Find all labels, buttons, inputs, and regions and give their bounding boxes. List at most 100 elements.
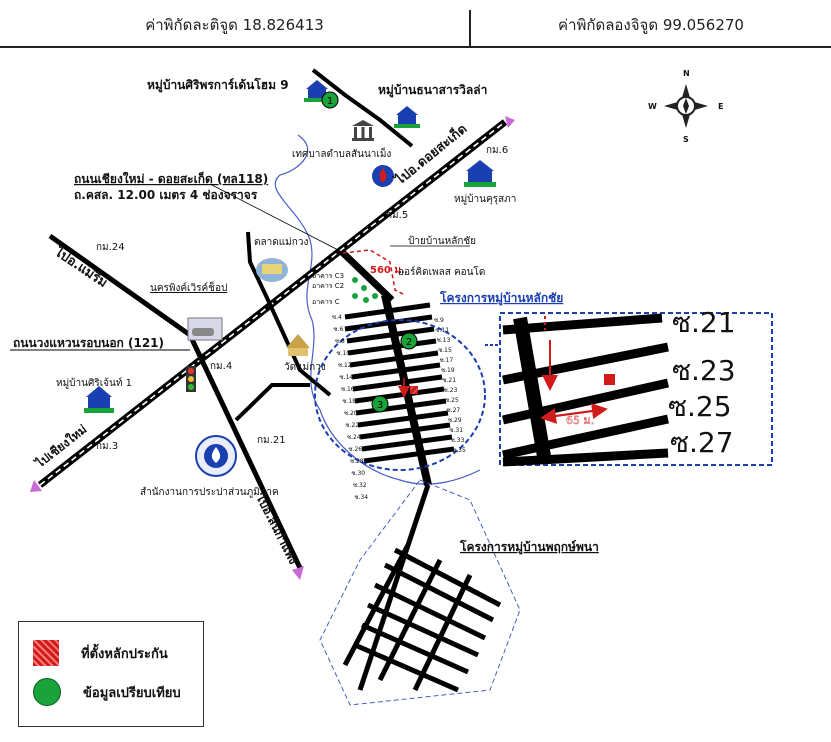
- soi-label-right: ซ.25: [445, 397, 459, 404]
- pruksa-grid: [342, 484, 502, 693]
- label-building-c2: อาคาร C2: [312, 282, 344, 290]
- svg-text:3: 3: [377, 400, 383, 411]
- soi-label-right: ซ.9: [434, 317, 444, 324]
- soi-label-right: ซ.29: [448, 417, 462, 424]
- government-building-icon: [352, 120, 374, 141]
- soi-label-left: ซ.12: [338, 362, 352, 369]
- label-building-c3: อาคาร C3: [312, 272, 344, 280]
- label-village-kunsapha: หมู่บ้านคุรุสภา: [454, 193, 516, 205]
- compass-w: W: [648, 102, 657, 111]
- soi-label-left: ซ.4: [332, 314, 342, 321]
- soi-label-left: ซ.28: [350, 458, 364, 465]
- label-road-118: ถนนเชียงใหม่ - ดอยสะเก็ด (ทล118): [74, 171, 268, 186]
- traffic-light-icon: [186, 366, 196, 392]
- local-roads: [234, 68, 414, 422]
- highway-118: [30, 116, 515, 492]
- soi-label-left: ซ.22: [346, 422, 360, 429]
- label-sign-lakchai: ป้ายบ้านหลักชัย: [408, 235, 476, 247]
- soi-label-right: ซ.13: [437, 337, 451, 344]
- soi-label-right: ซ.19: [441, 367, 455, 374]
- gas-station-icon: [372, 165, 394, 187]
- soi-label-left: ซ.8: [335, 338, 345, 345]
- car-workshop-icon: [187, 317, 223, 341]
- label-municipality: เทศบาลตำบลสันนาเม็ง: [292, 146, 391, 160]
- legend-collateral: ที่ตั้งหลักประกัน: [33, 640, 168, 666]
- collateral-site: [410, 386, 418, 394]
- comparison-marker-3: 3: [371, 395, 389, 413]
- arrow-doi-saket: [505, 116, 515, 128]
- compass-n: N: [683, 69, 690, 78]
- label-road-118-spec: ถ.คสล. 12.00 เมตร 4 ช่องจราจร: [74, 188, 258, 202]
- soi-label-left: ซ.16: [341, 386, 355, 393]
- lakchai-boundary: [314, 319, 486, 471]
- label-village-siriman: หมู่บ้านศิริเจ้นท์ 1: [56, 377, 132, 389]
- soi-labels-left: ซ.4 ซ.6 ซ.8 ซ.10 ซ.12 ซ.14 ซ.16 ซ.18 ซ.20 ซ.22 ซ.2…: [332, 314, 368, 501]
- soi-label-left: ซ.6: [334, 326, 344, 333]
- label-ring-road: ถนนวงแหวนรอบนอก (121): [13, 336, 164, 350]
- label-market: ตลาดแม่กวง: [254, 237, 308, 248]
- soi-label-right: ซ.31: [449, 427, 463, 434]
- soi-label-right: ซ.33: [451, 437, 465, 444]
- inset-soi-25: ซ.25: [668, 390, 732, 423]
- soi-label-right: ซ.23: [444, 387, 458, 394]
- compass-rose: [664, 84, 708, 128]
- label-village-siriporn: หมู่บ้านศิริพรการ์เด้นโฮม 9: [147, 77, 289, 93]
- soi-label-right: ซ.15: [438, 347, 452, 354]
- soi-label-left: ซ.30: [352, 470, 366, 477]
- water-authority-logo: [195, 435, 237, 477]
- latitude-label: ค่าพิกัดละติจูด 18.826413: [145, 16, 324, 34]
- lakchai-grid: [344, 302, 455, 464]
- legend-comparison-label: ข้อมูลเปรียบเทียบ: [83, 685, 181, 701]
- soi-label-right: ซ.21: [442, 377, 456, 384]
- temple-icon: [286, 334, 310, 356]
- inset-distance: 65 ม.: [566, 414, 594, 427]
- label-temple: วัดแม่กวง: [284, 362, 326, 373]
- comparison-marker-1: 1: [321, 91, 339, 109]
- svg-text:2: 2: [406, 337, 412, 348]
- label-building-c1: อาคาร C: [312, 298, 340, 306]
- km-marker-6: กม.6: [486, 145, 508, 156]
- label-to-sankamphaeng: ไปอ.สันกำแพง: [252, 490, 301, 567]
- map-legend: ที่ตั้งหลักประกัน ข้อมูลเปรียบเทียบ: [18, 621, 204, 727]
- km-marker-24: กม.24: [96, 242, 125, 253]
- building-trees: [352, 277, 378, 303]
- soi-label-left: ซ.34: [355, 494, 369, 501]
- soi-label-left: ซ.14: [340, 374, 354, 381]
- label-to-chiangmai: ไปเชียงใหม่: [31, 421, 89, 471]
- location-map: 1 2 3 กม.6 กม.5 กม.24 กม.4 กม.3 กม.21 หม…: [10, 68, 773, 706]
- soi-label-right: ซ.35: [452, 447, 466, 454]
- compass-e: E: [718, 102, 723, 111]
- soi-label-left: ซ.20: [344, 410, 358, 417]
- inset-collateral: [604, 374, 615, 385]
- label-nakornping: นครพิงค์เวิรค์ช็อป: [150, 280, 227, 294]
- label-land-office: สำนักงานการประปาส่วนภูมิภาค: [140, 487, 279, 498]
- label-orchid-condo: ออร์คิดเพลส คอนโด: [398, 265, 485, 278]
- longitude-label: ค่าพิกัดลองจิจูด 99.056270: [558, 16, 744, 34]
- soi-label-left: ซ.24: [347, 434, 361, 441]
- label-village-thanasarn: หมู่บ้านธนาสารวิลล่า: [378, 83, 487, 98]
- km-marker-21: กม.21: [257, 435, 286, 446]
- inset-zoom: [499, 312, 773, 467]
- inset-soi-21: ซ.21: [672, 306, 736, 339]
- arrow-chiangmai: [30, 480, 42, 492]
- soi-label-left: ซ.32: [353, 482, 367, 489]
- legend-collateral-swatch: [33, 640, 59, 666]
- soi-label-left: ซ.18: [343, 398, 357, 405]
- km-marker-3: กม.3: [96, 441, 118, 452]
- coordinate-header: ค่าพิกัดละติจูด 18.826413 ค่าพิกัดลองจิจ…: [0, 0, 831, 48]
- arrow-sankamphaeng: [292, 566, 304, 580]
- inset-soi-23: ซ.23: [672, 354, 736, 387]
- soi-label-left: ซ.10: [337, 350, 351, 357]
- river: [274, 134, 481, 485]
- soi-label-right: ซ.11: [435, 327, 449, 334]
- distance-path-560: [342, 249, 406, 296]
- soi-label-right: ซ.17: [440, 357, 454, 364]
- km-marker-4: กม.4: [210, 361, 232, 372]
- inset-soi-27: ซ.27: [670, 426, 734, 459]
- legend-collateral-label: ที่ตั้งหลักประกัน: [81, 646, 168, 662]
- svg-text:1: 1: [327, 96, 333, 107]
- label-distance-560: 560 ม.: [370, 265, 405, 276]
- house-icon: [464, 160, 496, 187]
- soi-label-left: ซ.26: [349, 446, 363, 453]
- market-icon: [256, 258, 288, 282]
